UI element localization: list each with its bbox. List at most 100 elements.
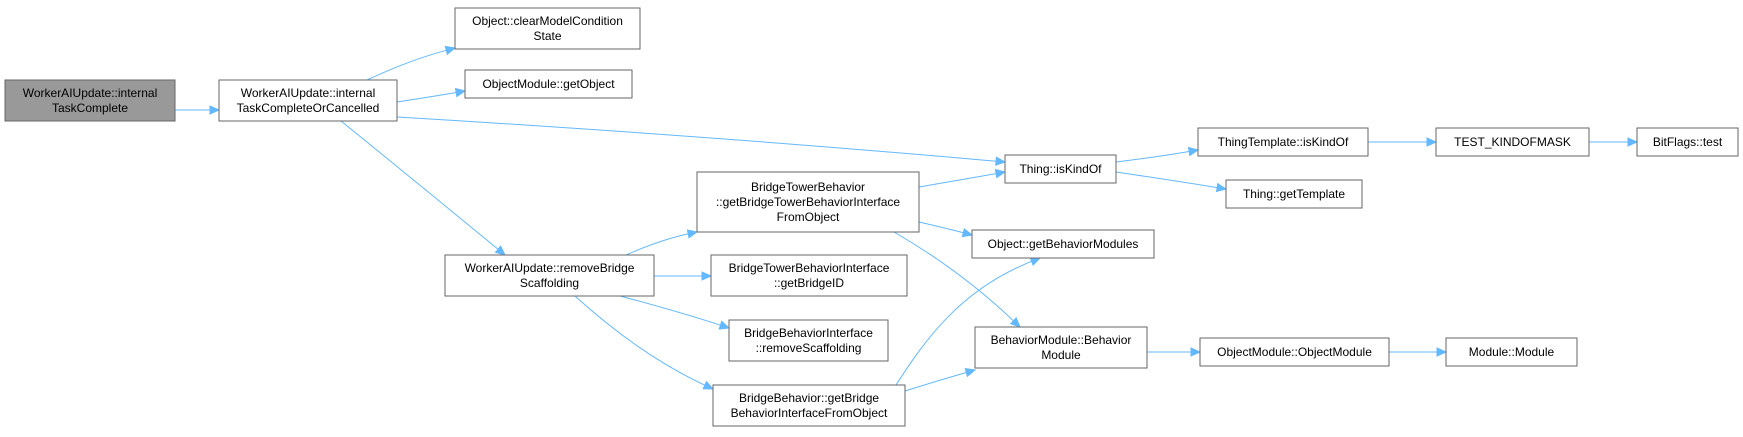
node-box (696, 171, 920, 233)
node-label: ::removeScaffolding (756, 341, 862, 355)
node-label: ObjectModule::ObjectModule (1217, 345, 1372, 359)
edge-line (1115, 171, 1218, 189)
node-box (1225, 179, 1363, 209)
edge-arrowhead (1627, 137, 1639, 147)
edge-arrowhead (702, 380, 715, 390)
function-node[interactable]: Module::Module (1445, 337, 1578, 367)
edge-arrowhead (961, 228, 974, 238)
edge-line (918, 173, 997, 188)
edge-arrowhead (454, 87, 467, 98)
edge-line (619, 295, 721, 326)
edges-layer (175, 45, 1639, 392)
node-box (712, 384, 906, 427)
node-label: ::getBridgeID (774, 276, 844, 290)
node-label: FromObject (777, 210, 840, 224)
node-label: BridgeTowerBehavior (751, 180, 865, 194)
node-label: BitFlags::test (1653, 135, 1723, 149)
edge-n12-n14 (1368, 137, 1438, 147)
node-label: ::getBridgeTowerBehaviorInterface (716, 195, 900, 209)
edge-n0-n1 (175, 105, 221, 115)
node-box (728, 319, 889, 362)
node-label: WorkerAIUpdate::removeBridge (465, 261, 635, 275)
function-node[interactable]: BridgeBehavior::getBridgeBehaviorInterfa… (712, 384, 906, 427)
node-box (4, 79, 176, 122)
edge-arrowhead (444, 45, 457, 56)
edge-arrowhead (1029, 257, 1042, 267)
node-box (710, 254, 908, 297)
edge-line (895, 260, 1032, 386)
node-label: TaskCompleteOrCancelled (237, 101, 380, 115)
edge-n6-n4 (918, 168, 1007, 188)
edge-line (918, 221, 964, 234)
node-label: BridgeBehaviorInterface (744, 326, 873, 340)
node-box (1199, 337, 1390, 367)
function-node[interactable]: ThingTemplate::isKindOf (1197, 127, 1369, 157)
edge-arrowhead (701, 271, 713, 281)
edge-line (396, 116, 997, 162)
node-box (464, 69, 633, 99)
edge-n14-n15 (1589, 137, 1639, 147)
function-node[interactable]: Thing::getTemplate (1225, 179, 1363, 209)
function-node[interactable]: ObjectModule::getObject (464, 69, 633, 99)
node-box (1435, 127, 1590, 157)
edge-arrowhead (718, 320, 731, 330)
edge-n5-n9 (574, 295, 715, 390)
edge-arrowhead (494, 245, 506, 256)
node-box (444, 254, 655, 297)
edge-arrowhead (209, 105, 221, 115)
node-label: Module (1041, 348, 1081, 362)
edge-line (904, 371, 967, 392)
node-label: Thing::getTemplate (1243, 187, 1345, 201)
node-label: Scaffolding (520, 276, 579, 290)
node-label: State (533, 29, 561, 43)
function-node[interactable]: WorkerAIUpdate::internalTaskCompleteOrCa… (218, 79, 398, 122)
node-box (1636, 127, 1739, 157)
node-box (974, 326, 1148, 369)
node-label: WorkerAIUpdate::internal (241, 86, 376, 100)
edge-n5-n8 (619, 295, 731, 330)
edge-n5-n6 (625, 229, 699, 256)
edge-arrowhead (1190, 347, 1202, 357)
node-label: ThingTemplate::isKindOf (1218, 135, 1349, 149)
function-node[interactable]: BridgeTowerBehavior::getBridgeTowerBehav… (696, 171, 920, 233)
node-box (971, 229, 1155, 259)
edge-n9-n11 (904, 367, 977, 392)
edge-n4-n12 (1115, 146, 1200, 163)
function-node[interactable]: BridgeTowerBehaviorInterface::getBridgeI… (710, 254, 908, 297)
edge-arrowhead (964, 367, 977, 378)
edge-n6-n10 (918, 221, 974, 238)
function-node[interactable]: BitFlags::test (1636, 127, 1739, 157)
node-label: WorkerAIUpdate::internal (23, 86, 158, 100)
edge-n1-n2 (366, 45, 457, 81)
node-box (1445, 337, 1578, 367)
edge-arrowhead (1009, 316, 1021, 328)
edge-arrowhead (686, 229, 699, 239)
edge-line (396, 92, 457, 103)
function-node[interactable]: ObjectModule::ObjectModule (1199, 337, 1390, 367)
function-node[interactable]: BehaviorModule::BehaviorModule (974, 326, 1148, 369)
edge-n16-n17 (1388, 347, 1448, 357)
function-node[interactable]: TEST_KINDOFMASK (1435, 127, 1590, 157)
edge-line (366, 49, 447, 81)
nodes-layer: WorkerAIUpdate::internalTaskCompleteWork… (4, 7, 1739, 427)
edge-line (340, 120, 499, 250)
function-node[interactable]: BridgeBehaviorInterface::removeScaffoldi… (728, 319, 889, 362)
node-label: TEST_KINDOFMASK (1454, 135, 1571, 149)
edge-line (625, 233, 689, 256)
function-node[interactable]: Thing::isKindOf (1004, 154, 1117, 184)
edge-arrowhead (995, 156, 1007, 166)
edge-arrowhead (1426, 137, 1438, 147)
function-node[interactable]: Object::getBehaviorModules (971, 229, 1155, 259)
node-label: BridgeTowerBehaviorInterface (729, 261, 890, 275)
edge-n1-n5 (340, 120, 506, 256)
node-box (218, 79, 398, 122)
edge-arrowhead (1187, 146, 1200, 157)
edge-arrowhead (1215, 182, 1228, 193)
node-label: BehaviorInterfaceFromObject (731, 406, 888, 420)
node-label: Object::getBehaviorModules (988, 237, 1139, 251)
node-label: Module::Module (1469, 345, 1555, 359)
